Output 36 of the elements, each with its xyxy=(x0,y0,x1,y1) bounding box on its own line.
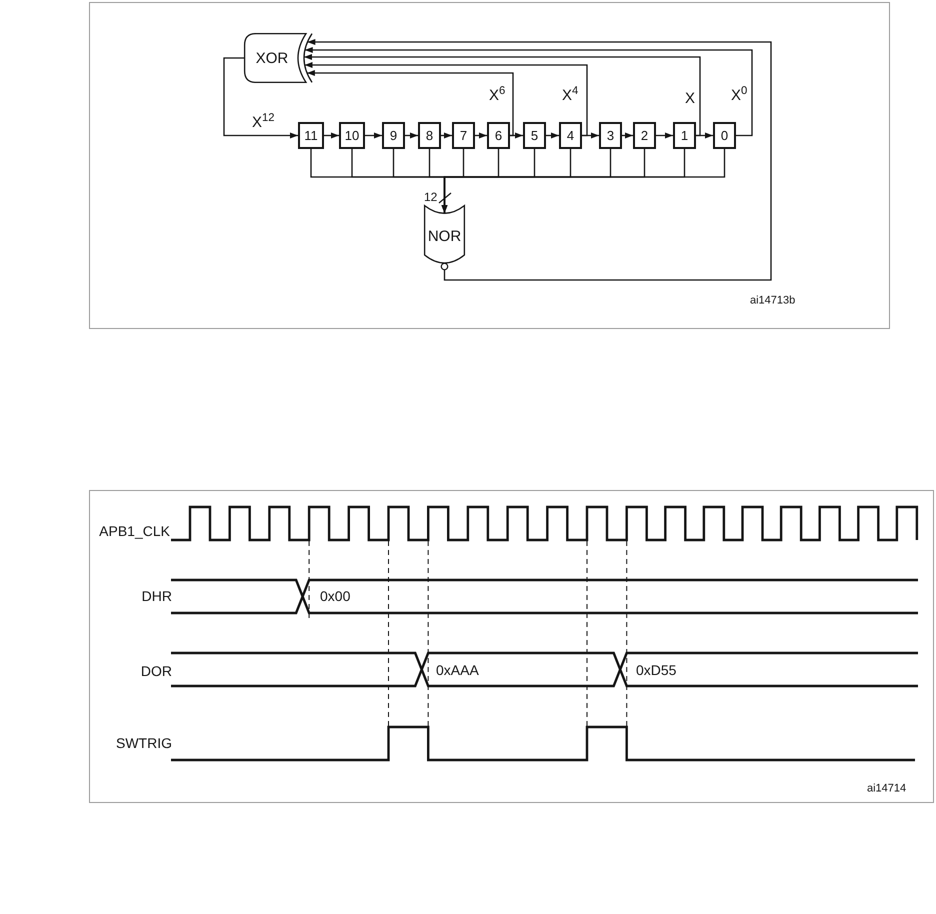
arrow xyxy=(304,62,588,136)
arrow xyxy=(405,132,418,138)
arrow xyxy=(304,47,753,136)
signal-name: APB1_CLK xyxy=(99,524,170,538)
arrow xyxy=(622,132,633,138)
register-cell: 2 xyxy=(633,122,656,149)
arrow xyxy=(475,132,487,138)
arrow xyxy=(441,132,452,138)
arrow xyxy=(546,132,559,138)
figure-id: ai14713b xyxy=(750,296,796,306)
data-value: 0xAAA xyxy=(436,663,479,677)
figure-id: ai14714 xyxy=(867,784,906,794)
arrow xyxy=(307,39,772,281)
register-cell: 5 xyxy=(523,122,546,149)
arrow xyxy=(365,132,382,138)
data-value: 0xD55 xyxy=(636,663,676,677)
register-cell: 8 xyxy=(418,122,441,149)
register-cell: 0 xyxy=(713,122,736,149)
arrow xyxy=(656,132,673,138)
arrow xyxy=(223,57,298,138)
register-cell: 10 xyxy=(339,122,365,149)
register-cell: 11 xyxy=(298,122,324,149)
bus-width-label: 12 xyxy=(424,191,438,203)
signal-name: SWTRIG xyxy=(116,736,172,750)
register-cell: 3 xyxy=(599,122,622,149)
data-value: 0x00 xyxy=(320,589,350,603)
arrow xyxy=(306,70,514,136)
signal-name: DOR xyxy=(140,664,172,678)
register-cell: 6 xyxy=(487,122,510,149)
arrow xyxy=(324,132,339,138)
register-cell: 4 xyxy=(559,122,582,149)
register-cell: 9 xyxy=(382,122,405,149)
signal-name: DHR xyxy=(142,589,172,603)
register-cell: 7 xyxy=(452,122,475,149)
arrow xyxy=(304,54,701,136)
register-cell: 1 xyxy=(673,122,696,149)
